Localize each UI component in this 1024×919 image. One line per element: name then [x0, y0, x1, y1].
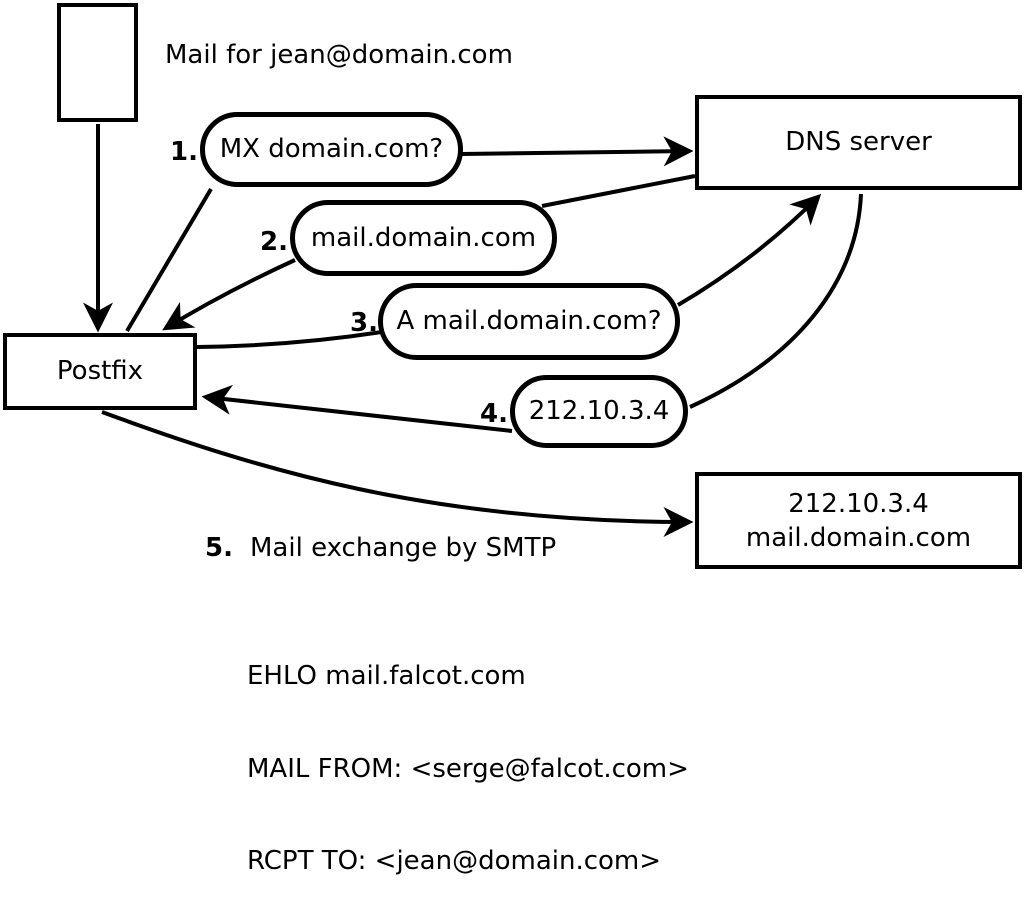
step-3-number: 3.	[350, 308, 378, 338]
mail-annotation: Mail for jean@domain.com	[165, 40, 513, 70]
dns-server-label: DNS server	[785, 127, 932, 157]
step-1-query-mx-pill: MX domain.com?	[200, 112, 463, 187]
smtp-session-text: EHLO mail.falcot.com MAIL FROM: <serge@f…	[247, 600, 689, 919]
connector-dns-to-answer-mx	[541, 174, 696, 208]
smtp-line: MAIL FROM: <serge@falcot.com>	[247, 753, 689, 784]
step-4-number: 4.	[480, 399, 508, 429]
step-5-number: 5.	[205, 533, 233, 563]
arrow-answer-a-to-postfix	[201, 384, 513, 433]
step-1-label: MX domain.com?	[219, 134, 444, 164]
postfix-box: Postfix	[3, 333, 197, 410]
arrow-query-a-to-dns	[676, 193, 822, 307]
smtp-line: EHLO mail.falcot.com	[247, 661, 526, 691]
arrow-answer-mx-to-postfix	[162, 258, 296, 331]
step-4-label: 212.10.3.4	[528, 396, 670, 426]
mail-server-label: 212.10.3.4 mail.domain.com	[746, 487, 971, 555]
arrow-postfix-to-mail-server	[101, 410, 694, 537]
step-3-label: A mail.domain.com?	[396, 306, 662, 336]
step-2-label: mail.domain.com	[310, 222, 537, 253]
connector-postfix-to-query-a	[196, 330, 383, 349]
step-5-label: Mail exchange by SMTP	[250, 533, 557, 563]
arrow-query-mx-to-dns	[460, 136, 694, 167]
mail-server-hostname: mail.domain.com	[745, 522, 972, 553]
step-3-query-a-pill: A mail.domain.com?	[378, 283, 680, 360]
step-4-answer-a-pill: 212.10.3.4	[510, 375, 688, 448]
mail-server-box: 212.10.3.4 mail.domain.com	[695, 472, 1022, 569]
mail-server-ip: 212.10.3.4	[788, 488, 929, 519]
smtp-line: RCPT TO: <jean@domain.com>	[247, 846, 662, 876]
step-2-number: 2.	[260, 227, 288, 257]
connector-dns-to-answer-a	[689, 193, 863, 409]
connector-postfix-to-query-mx	[125, 187, 213, 333]
step-1-number: 1.	[170, 137, 198, 167]
postfix-label: Postfix	[56, 356, 144, 386]
mail-message-icon	[57, 3, 138, 122]
dns-server-box: DNS server	[695, 95, 1022, 190]
step-2-answer-mx-pill: mail.domain.com	[290, 200, 557, 276]
